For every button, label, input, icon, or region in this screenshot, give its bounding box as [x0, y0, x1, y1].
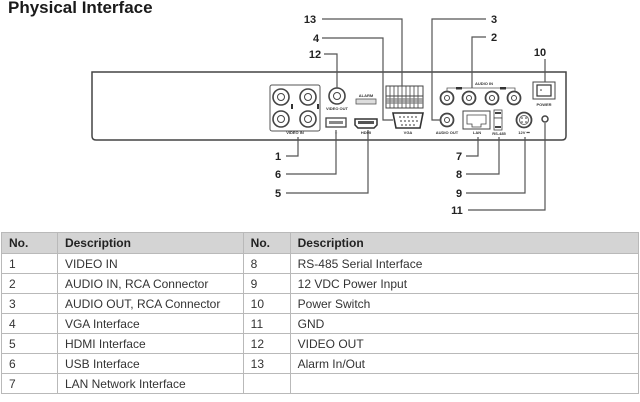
cell-no: 7	[1, 373, 58, 394]
cell-no: 10	[242, 293, 291, 314]
cell-no	[242, 373, 291, 394]
rear-panel-diagram: VIDEO IN VIDEO OUT ⇔ ALARM HDMI	[91, 14, 567, 217]
callout-10: 10	[534, 47, 546, 59]
lan-label: LAN	[473, 130, 481, 135]
callout-5: 5	[275, 188, 281, 200]
audio-in-port-group: AUDIO IN	[439, 81, 522, 106]
power-switch: POWER	[532, 81, 556, 107]
callout-7: 7	[456, 151, 462, 163]
cell-description: AUDIO IN, RCA Connector	[56, 273, 244, 294]
bnc-connector-icon	[272, 88, 290, 106]
rs485-label: RS-485	[492, 131, 506, 136]
cell-no: 4	[1, 313, 58, 334]
cell-no: 13	[242, 353, 291, 374]
bnc-connector-icon	[328, 87, 346, 105]
bnc-connector-icon	[272, 110, 290, 128]
cell-description	[289, 373, 640, 394]
cell-no: 8	[242, 253, 291, 274]
power-connector-icon	[515, 111, 533, 129]
cell-no: 2	[1, 273, 58, 294]
cell-description: LAN Network Interface	[56, 373, 244, 394]
ground-terminal-icon	[541, 115, 549, 123]
bnc-connector-icon	[299, 110, 317, 128]
lan-port: LAN	[462, 110, 491, 135]
cell-description: VIDEO IN	[56, 253, 244, 274]
video-in-label: VIDEO IN	[286, 130, 304, 135]
alarm-terminal-small: ALARM	[355, 93, 377, 105]
page-title: Physical Interface	[8, 0, 153, 17]
leader-lines	[286, 18, 546, 211]
table-header-row: No. Description No. Description	[1, 232, 640, 254]
callout-11: 11	[451, 205, 463, 217]
rca-connector-icon	[506, 90, 522, 106]
table-row: 2 AUDIO IN, RCA Connector 9 12 VDC Power…	[1, 273, 640, 294]
cell-no: 9	[242, 273, 291, 294]
ethernet-icon	[462, 110, 491, 130]
cell-description: HDMI Interface	[56, 333, 244, 354]
cell-no: 5	[1, 333, 58, 354]
header-description-right: Description	[289, 232, 640, 254]
cell-description: Alarm In/Out	[289, 353, 640, 374]
callout-9: 9	[456, 188, 462, 200]
rca-connector-icon	[439, 90, 455, 106]
callout-2: 2	[491, 32, 497, 44]
vga-icon	[392, 112, 424, 129]
hdmi-port: HDMI	[354, 118, 378, 135]
cell-no: 3	[1, 293, 58, 314]
table-row: 7 LAN Network Interface	[1, 373, 640, 394]
callout-3: 3	[491, 14, 497, 26]
alarm-label: ALARM	[359, 93, 374, 98]
callout-13: 13	[304, 14, 316, 26]
header-no-left: No.	[1, 232, 58, 254]
cell-description: VGA Interface	[56, 313, 244, 334]
header-no-right: No.	[242, 232, 291, 254]
table-row: 5 HDMI Interface 12 VIDEO OUT	[1, 333, 640, 354]
cell-description: RS-485 Serial Interface	[289, 253, 640, 274]
cell-description: USB Interface	[56, 353, 244, 374]
table-row: 6 USB Interface 13 Alarm In/Out	[1, 353, 640, 374]
cell-no: 11	[242, 313, 291, 334]
cell-no: 12	[242, 333, 291, 354]
cell-no: 6	[1, 353, 58, 374]
header-description-left: Description	[56, 232, 244, 254]
cell-description: AUDIO OUT, RCA Connector	[56, 293, 244, 314]
audio-out-label: AUDIO OUT	[436, 130, 459, 135]
bnc-connector-icon	[299, 88, 317, 106]
audio-in-label: AUDIO IN	[475, 81, 493, 86]
dc-label: 12V ⎓	[518, 130, 530, 135]
callout-12: 12	[309, 49, 321, 61]
callout-4: 4	[313, 33, 320, 45]
table-row: 1 VIDEO IN 8 RS-485 Serial Interface	[1, 253, 640, 274]
dc-power-input: 12V ⎓	[515, 111, 533, 135]
vga-label: VGA	[404, 130, 413, 135]
rca-connector-icon	[439, 112, 455, 128]
table-row: 3 AUDIO OUT, RCA Connector 10 Power Swit…	[1, 293, 640, 314]
rca-connector-icon	[461, 90, 477, 106]
cell-description: Power Switch	[289, 293, 640, 314]
rca-connector-icon	[484, 90, 500, 106]
video-in-port-group: VIDEO IN	[269, 84, 321, 135]
cell-description: GND	[289, 313, 640, 334]
callout-1: 1	[275, 151, 281, 163]
cell-no: 1	[1, 253, 58, 274]
power-label: POWER	[536, 102, 551, 107]
interface-legend-table: No. Description No. Description 1 VIDEO …	[1, 232, 640, 394]
callout-6: 6	[275, 169, 281, 181]
cell-description: VIDEO OUT	[289, 333, 640, 354]
table-row: 4 VGA Interface 11 GND	[1, 313, 640, 334]
alarm-terminal-block	[385, 85, 424, 109]
vga-port: VGA	[392, 112, 424, 135]
callout-8: 8	[456, 169, 462, 181]
video-out-label: VIDEO OUT	[326, 106, 349, 111]
cell-description: 12 VDC Power Input	[289, 273, 640, 294]
hdmi-label: HDMI	[361, 130, 371, 135]
rs485-port: RS-485	[492, 109, 507, 136]
